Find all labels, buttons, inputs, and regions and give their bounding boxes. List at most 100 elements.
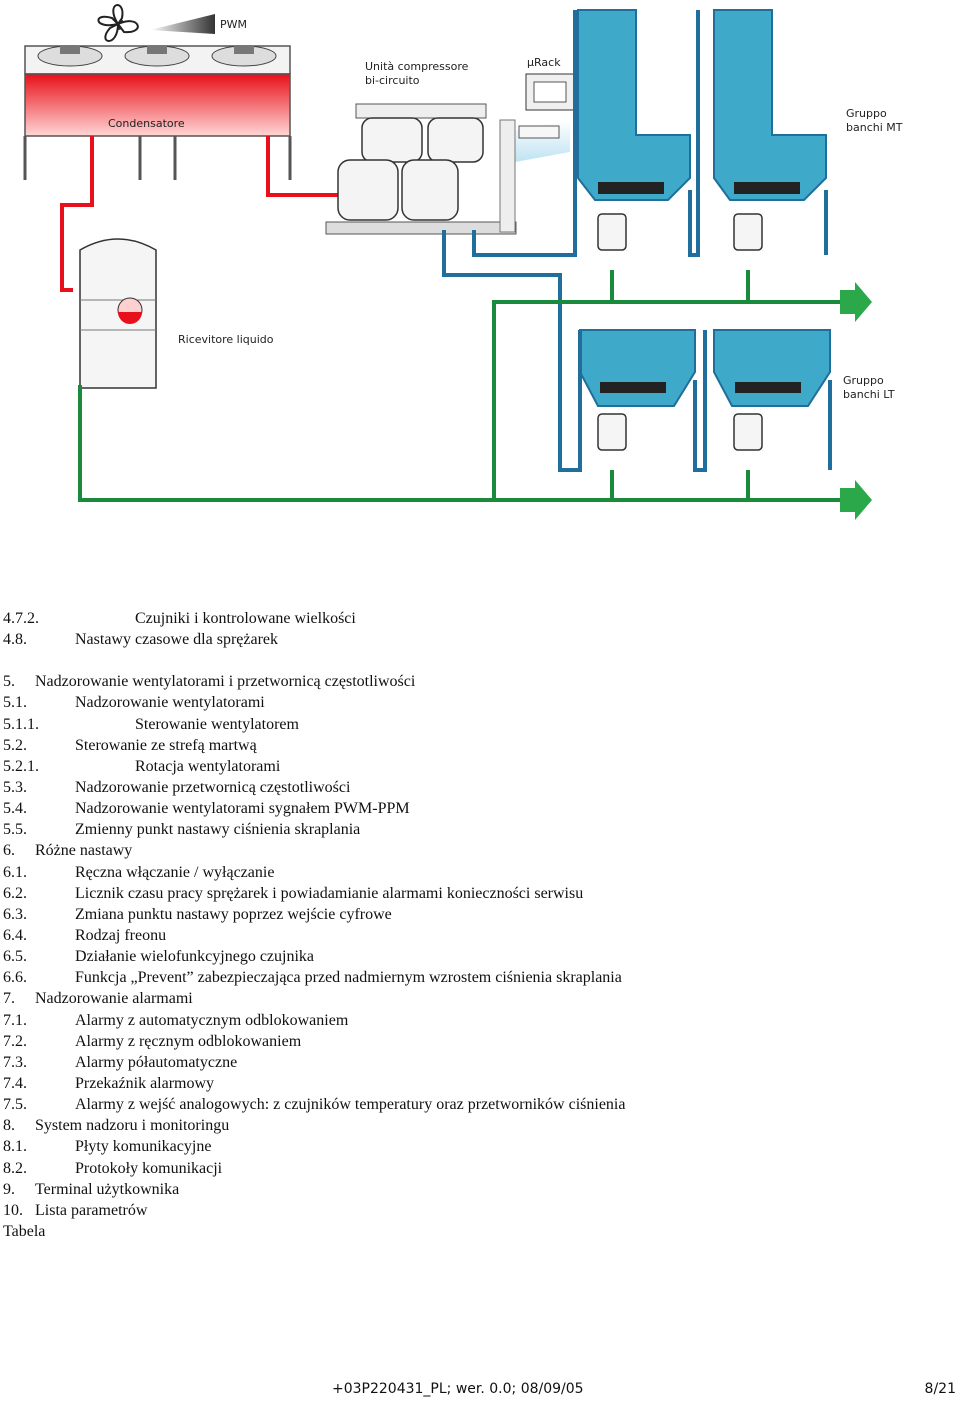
toc-entry-title: Przekaźnik alarmowy [75,1074,215,1092]
toc-entry-title: Protokoły komunikacji [75,1159,223,1177]
refrigeration-system-diagram: PWM Condensatore Unità compressore bi-ci… [23,4,903,520]
toc-entry[interactable]: 4.7.2. Czujniki i kontrolowane wielkości [3,608,943,629]
toc-entry[interactable]: 5.1.1. Sterowanie wentylatorem [3,714,943,735]
toc-entry[interactable]: 5.2.1. Rotacja wentylatorami [3,756,943,777]
toc-entry-number: 6.5. [3,948,27,966]
flow-arrow-icon [840,282,872,520]
fan-icon [97,4,139,42]
toc-entry-number: 5.4. [3,800,27,818]
toc-entry[interactable]: 5.Nadzorowanie wentylatorami i przetworn… [3,671,943,692]
toc-entry-number: 5. [3,673,15,691]
condenser-fan-icon [37,45,277,67]
toc-entry[interactable]: 5.2.Sterowanie ze strefą martwą [3,735,943,756]
condensate-line [60,136,94,292]
toc-entry-number: 7.1. [3,1011,27,1029]
toc-entry-number: 6.6. [3,969,27,987]
pwm-label: PWM [220,18,247,31]
toc-entry[interactable]: 9.Terminal użytkownika [3,1179,943,1200]
toc-entry-title: Nadzorowanie wentylatorami sygnałem PWM-… [75,800,410,818]
toc-entry-title: Lista parametrów [35,1201,148,1219]
lt-group-label-2: banchi LT [843,388,895,401]
toc-entry[interactable]: 7.5.Alarmy z wejść analogowych: z czujni… [3,1094,943,1115]
toc-entry-number: 7.4. [3,1074,27,1092]
toc-entry-number: 5.2. [3,736,27,754]
toc-entry-title: Tabela [3,1222,46,1240]
toc-entry[interactable]: 7.3. Alarmy półautomatyczne [3,1052,943,1073]
compressor-unit-label-1: Unità compressore [365,60,469,73]
toc-entry-title: Alarmy z wejść analogowych: z czujników … [75,1096,626,1114]
toc-entry[interactable]: Tabela [3,1221,943,1242]
toc-entry[interactable]: 5.4. Nadzorowanie wentylatorami sygnałem … [3,798,943,819]
compressor-icon [337,117,484,221]
document-code: +03P220431_PL; wer. 0.0; 08/09/05 [332,1381,584,1397]
toc-entry[interactable]: 6.5. Działanie wielofunkcyjnego czujnika [3,946,943,967]
toc-entry-number: 4.8. [3,631,27,649]
page-footer: +03P220431_PL; wer. 0.0; 08/09/05 8/21 [0,1381,960,1401]
toc-entry-number: 5.5. [3,821,27,839]
compressor-unit: Unità compressore bi-circuito [325,60,517,235]
toc-entry-title: Ręczna włączanie / wyłączanie [75,863,275,881]
toc-entry-number: 6.2. [3,884,27,902]
controller-icon: µRack [499,56,575,233]
toc-entry[interactable]: 7.2. Alarmy z ręcznym odblokowaniem [3,1031,943,1052]
mt-group-label-1: Gruppo [846,107,887,120]
toc-entry-title: Sterowanie wentylatorem [135,715,299,733]
toc-entry[interactable]: 6.2. Licznik czasu pracy sprężarek i powi… [3,883,943,904]
toc-entry-number: 6.3. [3,905,27,923]
condenser-label: Condensatore [108,117,185,130]
lt-group-label-1: Gruppo [843,374,884,387]
toc-entry-number: 8.2. [3,1159,27,1177]
condenser: Condensatore [23,45,292,180]
toc-entry[interactable]: 6.6.Funkcja „Prevent” zabezpieczająca pr… [3,967,943,988]
toc-entry-number: 5.2.1. [3,757,39,775]
toc-entry[interactable]: 8.System nadzoru i monitoringu [3,1115,943,1136]
toc-entry-title: Zmiana punktu nastawy poprzez wejście cy… [75,905,392,923]
toc-entry-number: 5.1.1. [3,715,39,733]
toc-entry-title: Czujniki i kontrolowane wielkości [135,610,356,627]
toc-entry-number: 10. [3,1201,23,1219]
toc-entry-title: Rodzaj freonu [75,926,167,944]
toc-entry[interactable]: 8.2. Protokoły komunikacji [3,1158,943,1179]
mt-group-label-2: banchi MT [846,121,903,134]
toc-entry-title: Licznik czasu pracy sprężarek i powiadam… [75,884,584,902]
toc-entry-title: Płyty komunikacyjne [75,1138,212,1156]
toc-entry[interactable]: 6.1.Ręczna włączanie / wyłączanie [3,862,943,883]
toc-entry[interactable]: 6.Różne nastawy [3,840,943,861]
pwm-signal-ramp [150,14,215,34]
toc-entry-title: Różne nastawy [35,842,133,860]
toc-entry-number: 7.3. [3,1053,27,1071]
toc-entry[interactable]: 4.8. Nastawy czasowe dla sprężarek [3,629,943,650]
toc-entry-number: 8.1. [3,1138,27,1156]
page-number: 8/21 [924,1381,956,1397]
toc-entry-title: Rotacja wentylatorami [135,757,281,775]
toc-entry-number: 8. [3,1117,15,1135]
toc-entry-number: 4.7.2. [3,610,39,627]
toc-entry-number: 5.3. [3,778,27,796]
toc-entry-number: 6.4. [3,926,27,944]
toc-spacer [3,650,943,671]
toc-entry-title: Zmienny punkt nastawy ciśnienia skraplan… [75,821,361,839]
mt-display-cabinet [577,9,827,201]
receiver-label: Ricevitore liquido [178,333,274,346]
toc-entry[interactable]: 7.1.Alarmy z automatycznym odblokowaniem [3,1010,943,1031]
toc-entry[interactable]: 5.3.Nadzorowanie przetwornicą częstotliw… [3,777,943,798]
toc-entry[interactable]: 7.Nadzorowanie alarmami [3,988,943,1009]
toc-entry-number: 7. [3,990,15,1008]
toc-entry-title: Alarmy z ręcznym odblokowaniem [75,1032,302,1050]
toc-entry[interactable]: 7.4. Przekaźnik alarmowy [3,1073,943,1094]
toc-entry-number: 7.2. [3,1032,27,1050]
toc-entry-title: Terminal użytkownika [35,1180,180,1198]
toc-entry[interactable]: 6.3. Zmiana punktu nastawy poprzez wejści… [3,904,943,925]
toc-entry-title: Nastawy czasowe dla sprężarek [75,631,279,649]
toc-entry[interactable]: 8.1. Płyty komunikacyjne [3,1136,943,1157]
toc-entry[interactable]: 5.5. Zmienny punkt nastawy ciśnienia skra… [3,819,943,840]
toc-entry[interactable]: 6.4. Rodzaj freonu [3,925,943,946]
toc-entry[interactable]: 10. Lista parametrów [3,1200,943,1221]
discharge-line [266,136,345,197]
toc-entry-title: Nadzorowanie wentylatorami [75,694,265,712]
toc-entry-title: Działanie wielofunkcyjnego czujnika [75,948,315,966]
toc-entry[interactable]: 5.1.Nadzorowanie wentylatorami [3,692,943,713]
suction-lines [442,10,832,472]
toc-entry-title: Alarmy półautomatyczne [75,1053,238,1071]
